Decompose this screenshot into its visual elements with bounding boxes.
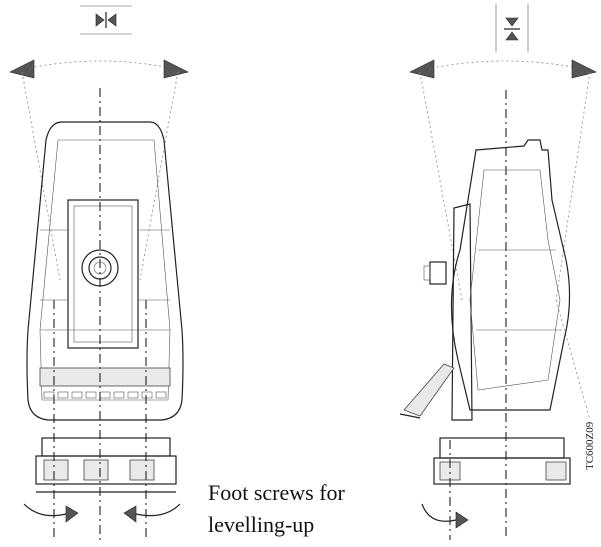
side-tribrach (433, 437, 571, 485)
front-tilt-arc (9, 59, 189, 281)
side-tilt-arc (409, 59, 597, 421)
side-left-tilt-arrow-icon (409, 59, 435, 79)
caption-line-1: Foot screws for (208, 480, 345, 505)
keypad-keys (43, 391, 167, 399)
front-rotation-arrows (23, 503, 181, 523)
caption-line-2: levelling-up (208, 512, 315, 537)
front-level-symbol (80, 5, 132, 35)
foot-screw-right-icon (129, 459, 155, 481)
front-tribrach (35, 437, 177, 493)
eyepiece-icon (429, 261, 447, 285)
left-tilt-arrow-icon (9, 59, 35, 79)
front-instrument-body (26, 121, 184, 421)
foot-screws-caption: Foot screws for levelling-up (208, 477, 345, 541)
side-rotation-arrow (421, 503, 469, 529)
side-level-symbol (495, 4, 529, 52)
foot-screw-middle-icon (83, 459, 109, 481)
figure-code: TC600Z09 (584, 421, 596, 470)
side-instrument-body (399, 139, 571, 421)
foot-screw-left-icon (43, 459, 69, 481)
front-view (9, 5, 189, 540)
right-tilt-arrow-icon (163, 59, 189, 79)
side-right-tilt-arrow-icon (571, 59, 597, 79)
side-view (399, 4, 597, 540)
side-foot-screw-right-icon (545, 461, 567, 481)
